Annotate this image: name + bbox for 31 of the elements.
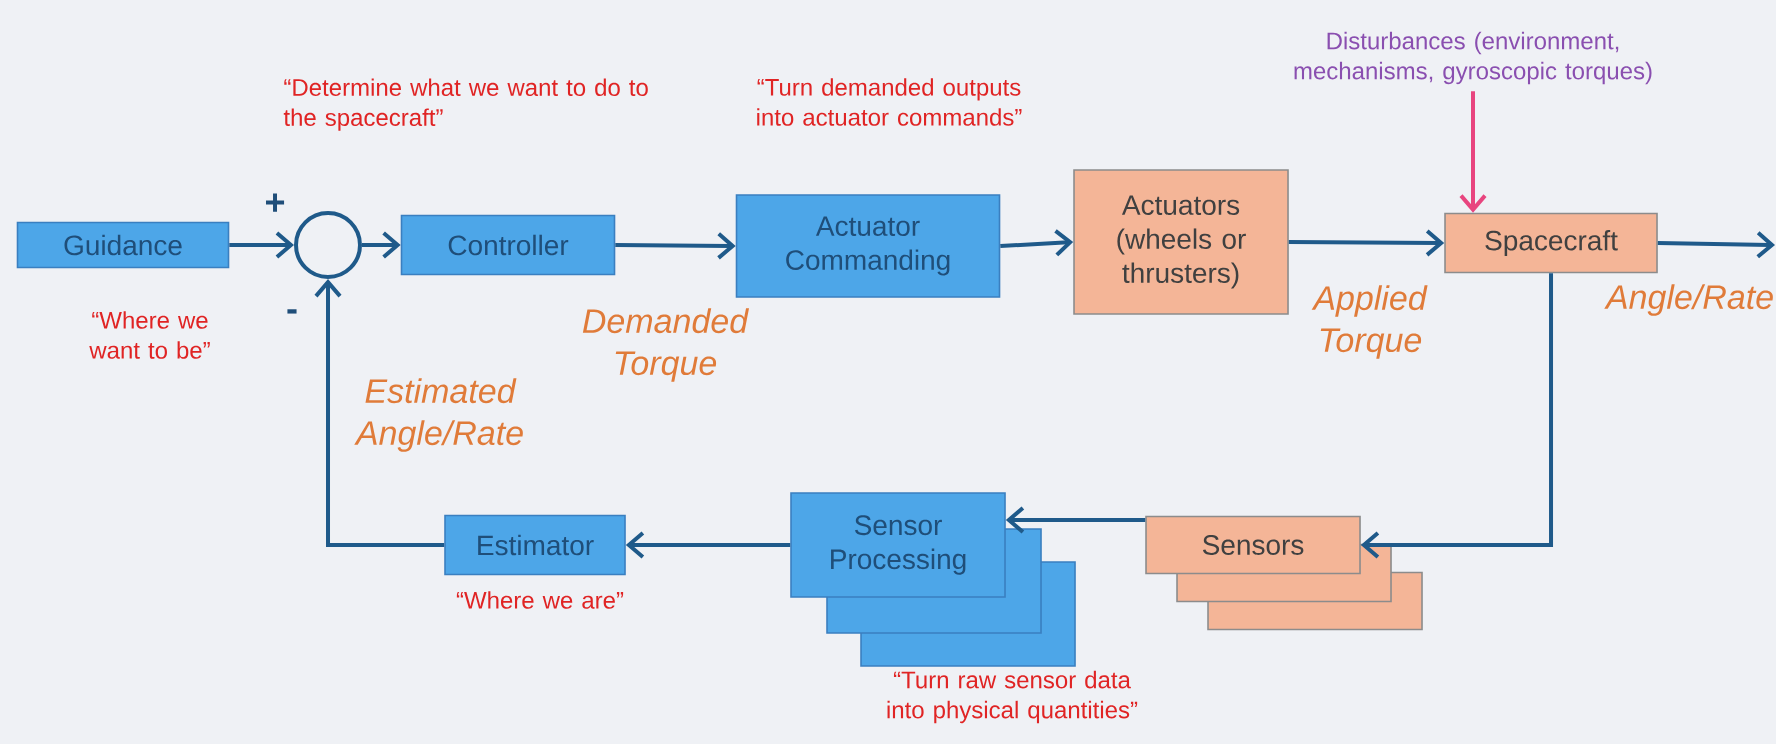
arrow: [615, 232, 736, 260]
annotation-text: “Turn raw sensor data into physical quantities”: [887, 670, 1138, 724]
process-box: Spacecraft: [1444, 212, 1658, 274]
sign-label: +: [266, 193, 285, 212]
edge-label: Applied Torque: [1311, 285, 1428, 359]
edge-label: Angle/Rate: [1604, 284, 1773, 316]
arrow: [1360, 273, 1553, 559]
annotation-text: “Determine what we want to do to the spacecraft”: [283, 78, 648, 131]
disturbance-label: Disturbances (environment, mechanisms, gyroscopic torques): [1294, 31, 1652, 85]
annotation-text: “Turn demanded outputs into actuator commands”: [757, 78, 1022, 126]
arrow: [1459, 91, 1487, 213]
annotation-text: “Where we want to be”: [89, 311, 210, 359]
arrow: [229, 231, 294, 259]
process-box: Actuators (wheels or thrusters): [1073, 169, 1289, 315]
arrow: [625, 531, 791, 559]
arrow: [1000, 229, 1074, 257]
arrow: [1005, 506, 1146, 534]
arrow: [1657, 231, 1776, 259]
arrow: [314, 279, 445, 547]
process-box: Sensor Processing: [790, 492, 1006, 598]
arrow: [1288, 229, 1445, 257]
process-box: Sensors: [1145, 515, 1361, 575]
edge-label: Estimated Angle/Rate: [354, 378, 523, 452]
process-box: Guidance: [16, 221, 230, 269]
sign-label: -: [287, 309, 297, 314]
process-box: Controller: [400, 214, 616, 276]
summing-junction: [294, 211, 362, 279]
process-box: Estimator: [444, 514, 626, 576]
edge-label: Demanded Torque: [582, 308, 750, 382]
process-box: Actuator Commanding: [735, 194, 1001, 298]
annotation-text: “Where we are”: [456, 591, 624, 609]
